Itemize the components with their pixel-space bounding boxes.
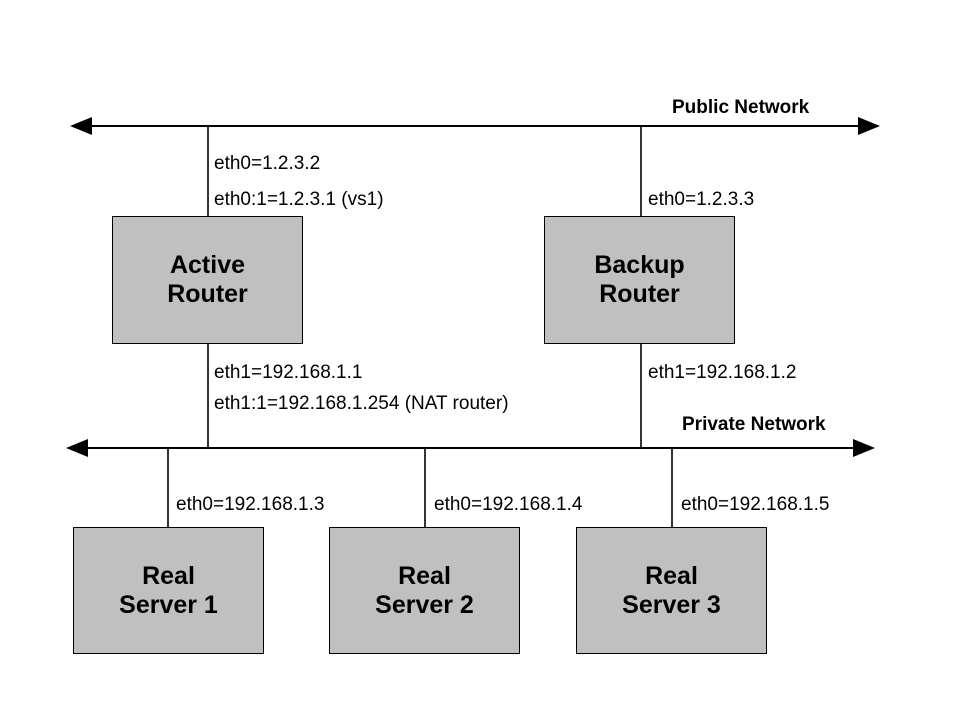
label-active-router-eth0-alias: eth0:1=1.2.3.1 (vs1) xyxy=(214,189,384,210)
label-backup-router-eth0: eth0=1.2.3.3 xyxy=(648,189,755,210)
label-backup-router-eth1: eth1=192.168.1.2 xyxy=(648,362,797,383)
real-server-3-line1: Real xyxy=(645,561,698,590)
node-active-router[interactable]: Active Router xyxy=(112,216,303,344)
real-server-3-line2: Server 3 xyxy=(622,590,721,619)
private-bus-left-arrowhead xyxy=(66,439,88,457)
label-active-router-eth0: eth0=1.2.3.2 xyxy=(214,153,321,174)
backup-router-line2: Router xyxy=(599,280,680,308)
node-backup-router[interactable]: Backup Router xyxy=(544,216,735,344)
node-real-server-1[interactable]: Real Server 1 xyxy=(73,527,264,654)
private-network-label: Private Network xyxy=(682,414,826,435)
public-network-label: Public Network xyxy=(672,97,810,118)
label-real-server-2-eth0: eth0=192.168.1.4 xyxy=(434,494,583,515)
node-real-server-3[interactable]: Real Server 3 xyxy=(576,527,767,654)
real-server-1-line1: Real xyxy=(142,561,195,590)
backup-router-line1: Backup xyxy=(594,251,685,279)
node-real-server-2[interactable]: Real Server 2 xyxy=(329,527,520,654)
public-bus-right-arrowhead xyxy=(858,117,880,135)
label-active-router-eth1-alias: eth1:1=192.168.1.254 (NAT router) xyxy=(214,393,509,414)
private-bus-right-arrowhead xyxy=(853,439,875,457)
label-active-router-eth1: eth1=192.168.1.1 xyxy=(214,362,363,383)
label-real-server-1-eth0: eth0=192.168.1.3 xyxy=(176,494,325,515)
public-bus-left-arrowhead xyxy=(70,117,92,135)
active-router-line2: Router xyxy=(167,280,248,308)
real-server-2-line2: Server 2 xyxy=(375,590,474,619)
label-real-server-3-eth0: eth0=192.168.1.5 xyxy=(681,494,830,515)
active-router-line1: Active xyxy=(169,251,246,279)
real-server-1-line2: Server 1 xyxy=(119,590,218,619)
real-server-2-line1: Real xyxy=(398,561,451,590)
